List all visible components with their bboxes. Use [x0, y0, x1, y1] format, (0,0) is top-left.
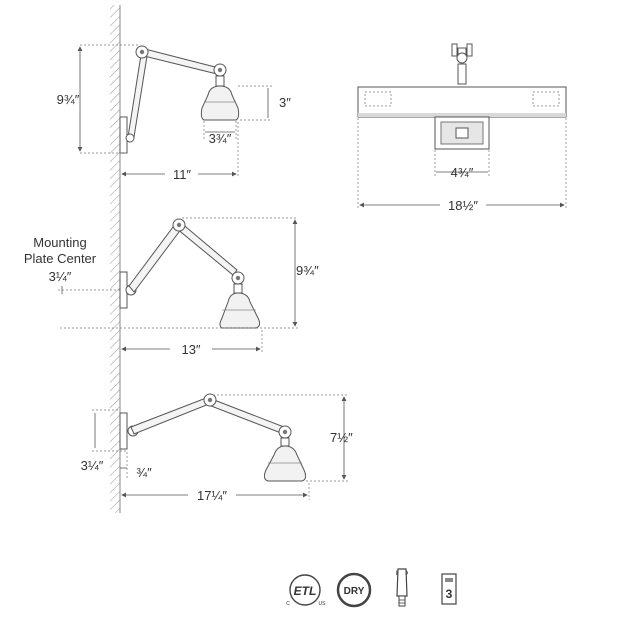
svg-text:DRY: DRY	[344, 586, 365, 597]
lamp-3-dimensions: 7½″ 3¼″ ¾″ 17¼″	[81, 394, 353, 503]
lamp-1-extension-label: 11″	[173, 167, 191, 182]
lamp-3-height-label: 7½″	[330, 430, 353, 445]
lamp-3-extension-label: 17¼″	[197, 488, 227, 503]
svg-text:3: 3	[446, 587, 453, 601]
lamp-1-upper-arm	[139, 47, 220, 75]
lamp-2-extension-label: 13″	[181, 342, 200, 357]
lamp-1-backplate	[119, 116, 128, 154]
lamp-3-backplate	[119, 412, 128, 450]
svg-text:Plate Center: Plate Center	[24, 251, 97, 266]
lamp-3-horizontal	[119, 393, 307, 482]
wall	[110, 5, 121, 513]
lamp-1-shade-height-label: 3″	[279, 95, 291, 110]
lamp-1-lower-arm	[127, 54, 148, 138]
lamp-2-height-label: 9¾″	[296, 263, 319, 278]
led-bulb-icon: LED	[396, 568, 409, 607]
overall-width-label: 18½″	[448, 198, 478, 213]
svg-text:Mounting: Mounting	[33, 235, 86, 250]
bulb-count-icon: 3	[441, 573, 457, 605]
lamp-1-base-joint	[125, 133, 135, 143]
lamp-3-upper-arm	[205, 397, 285, 434]
dry-location-icon: DRY	[336, 572, 372, 608]
lamp-2-shade	[219, 292, 261, 329]
lamp-3-plate-offset-label: 3¼″	[81, 458, 104, 473]
lamp-2-upper-arm	[175, 221, 238, 276]
svg-text:ETL: ETL	[294, 584, 317, 598]
lamp-1-shade-width-label: 3¾″	[209, 131, 232, 146]
lamp-3-lower-arm	[130, 397, 210, 435]
mounting-plate-label: Mounting Plate Center 3¼″	[24, 235, 128, 294]
lamp-1-dimensions: 9¾″ 3″ 3¾″ 11″	[57, 44, 291, 182]
certification-badges: ETL C US DRY LED 3	[286, 568, 457, 608]
svg-text:3¼″: 3¼″	[49, 269, 72, 284]
svg-text:C: C	[286, 601, 290, 607]
lamp-1-folded	[119, 45, 240, 154]
lamp-3-plate-depth-label: ¾″	[136, 465, 152, 480]
lamp-2-extended	[119, 218, 261, 329]
front-view-bar	[357, 86, 567, 118]
lamp-2-lower-arm	[128, 222, 183, 293]
front-view	[357, 43, 567, 150]
lamp-1-height-label: 9¾″	[57, 92, 80, 107]
backplate-width-label: 4¾″	[451, 165, 474, 180]
lamp-2-dimensions: 9¾″ 13″	[60, 217, 319, 357]
lamp-3-shade	[263, 445, 307, 482]
svg-text:US: US	[319, 601, 327, 607]
etl-listed-icon: ETL C US	[286, 574, 327, 607]
lamp-1-shade	[200, 85, 240, 121]
front-view-dimensions: 4¾″ 18½″	[357, 118, 567, 213]
